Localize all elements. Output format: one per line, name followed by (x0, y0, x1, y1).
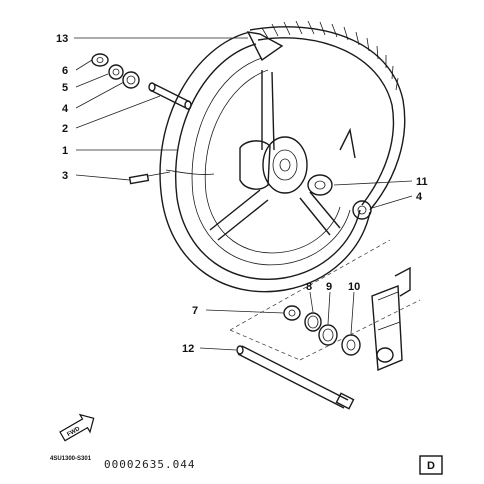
callout-10: 10 (348, 281, 360, 293)
washer-7 (283, 305, 301, 321)
bearing-4-lower (352, 200, 372, 220)
callout-4-upper: 4 (62, 103, 69, 115)
callout-9: 9 (326, 281, 332, 293)
seal-9 (318, 324, 338, 346)
callout-1: 1 (62, 145, 68, 157)
callout-11: 11 (416, 176, 428, 188)
callout-2: 2 (62, 123, 68, 135)
leader-lines (74, 37, 413, 351)
spacer-2 (148, 82, 192, 110)
callout-13: 13 (56, 33, 68, 45)
callout-3: 3 (62, 170, 68, 182)
valve-3 (128, 171, 171, 185)
callout-12: 12 (182, 343, 194, 355)
serial-number: 00002635.044 (104, 458, 195, 471)
callout-4-lower: 4 (416, 191, 423, 203)
callout-6: 6 (62, 65, 68, 77)
part-code: 4SU1300-S301 (50, 456, 92, 462)
wheel-rim (159, 31, 371, 293)
gear-10 (341, 334, 361, 356)
seal-8 (304, 312, 322, 332)
callout-7: 7 (192, 305, 198, 317)
corner-letter: D (427, 460, 435, 472)
collar-11 (307, 174, 333, 196)
bearing-4-upper (122, 71, 140, 89)
tire (246, 20, 406, 211)
bearing-6 (91, 53, 109, 67)
corner-mark: D (419, 455, 443, 475)
fwd-arrow-icon: FWD (59, 413, 95, 442)
callout-5: 5 (62, 82, 68, 94)
wheel-hub (239, 136, 308, 194)
callout-8: 8 (306, 281, 312, 293)
wheel-spokes (209, 70, 356, 241)
axle-12 (236, 345, 355, 410)
alignment-lines (229, 239, 421, 361)
bearing-5 (108, 64, 124, 80)
fork-leg (371, 266, 411, 372)
callout-labels: 13 6 5 4 2 1 3 11 4 7 8 9 10 12 (56, 33, 428, 355)
